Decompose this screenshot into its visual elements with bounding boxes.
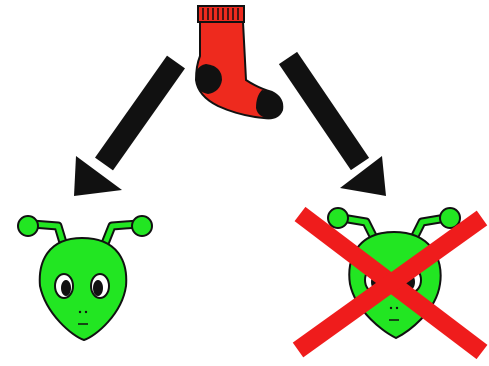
- sock-icon: [196, 6, 283, 118]
- arrow-down-right-icon: [288, 58, 386, 196]
- alien-head-icon: [18, 216, 152, 340]
- arrow-down-left-icon: [74, 62, 176, 196]
